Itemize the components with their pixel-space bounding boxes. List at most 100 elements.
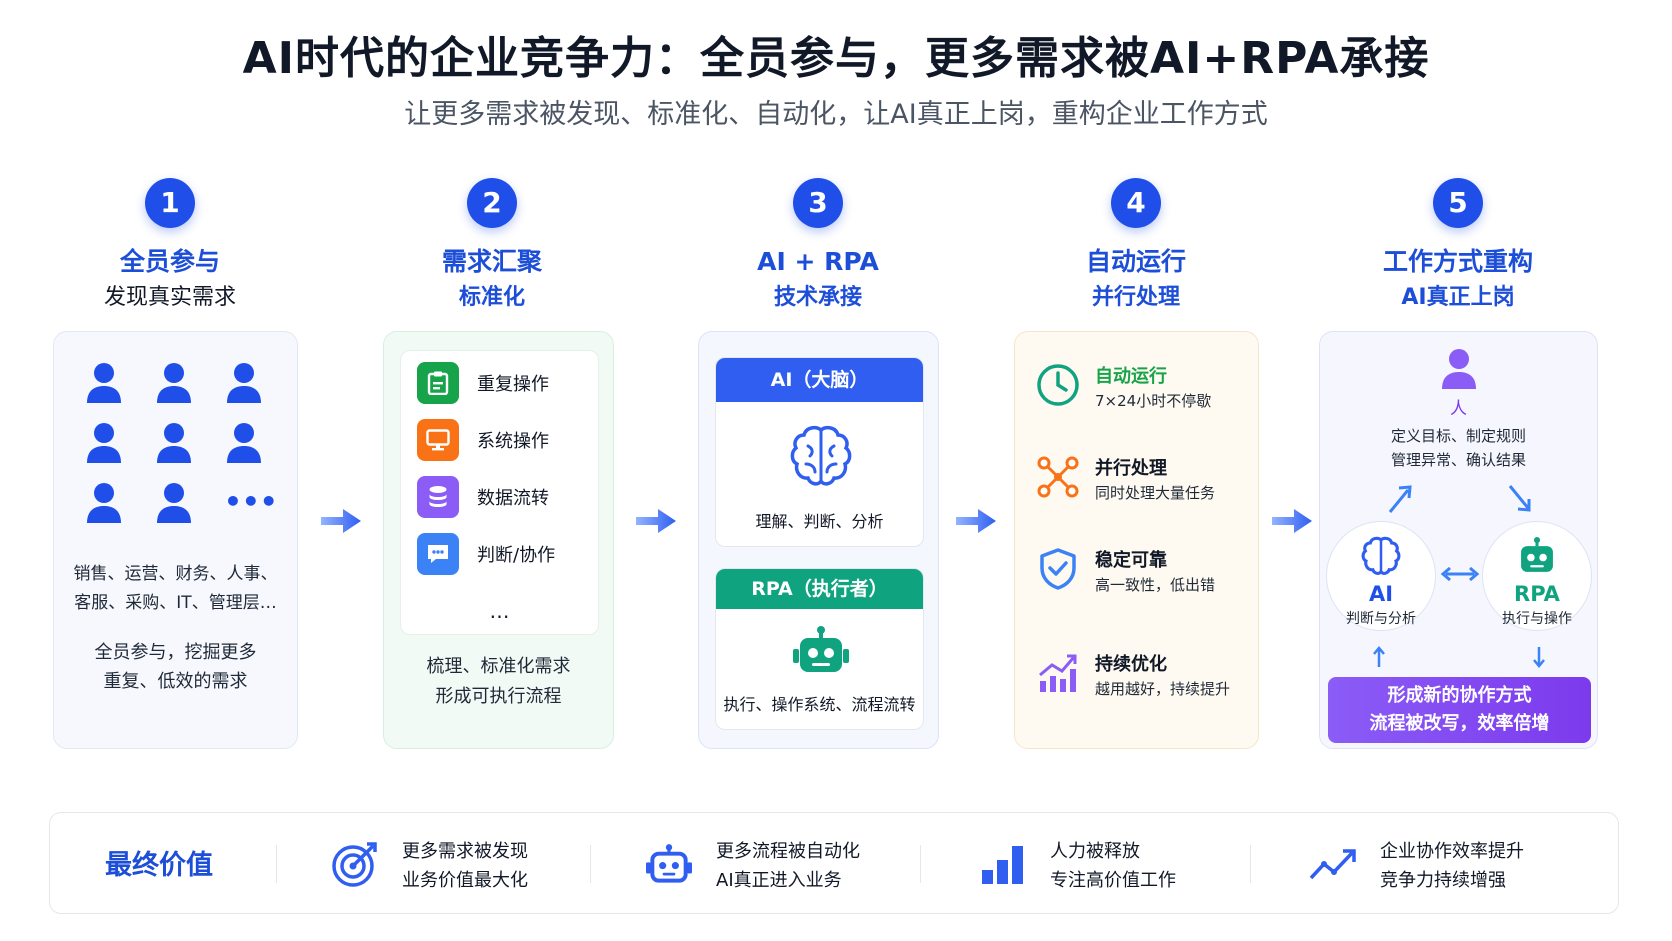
- card-auto-run: 自动运行 7×24小时不停歇 并行处理 同时处理大量任务 稳定可靠 高一致性，低…: [1014, 331, 1259, 749]
- footer-line: 梳理、标准化需求: [426, 656, 571, 677]
- feature-item: 持续优化 越用越好，持续提升: [1035, 650, 1250, 710]
- step-number-badge: 2: [467, 178, 517, 228]
- feature-item: 稳定可靠 高一致性，低出错: [1035, 546, 1250, 606]
- step-number-badge: 5: [1433, 178, 1483, 228]
- value-text: 更多需求被发现 业务价值最大化: [402, 837, 528, 895]
- flow-arrow-icon: [1272, 509, 1312, 533]
- ai-role-circle: AI 判断与分析: [1326, 521, 1436, 631]
- person-icon: [87, 483, 121, 523]
- clock-icon: [1035, 362, 1081, 408]
- card-ai-rpa: AI（大脑） 理解、判断、分析 RPA（执行者） 执行、操作系统、流程流转: [698, 331, 939, 749]
- step-subtitle: 发现真实需求: [103, 285, 236, 310]
- roles-line: 销售、运营、财务、人事、: [73, 564, 278, 584]
- flow-arrow-icon: [636, 509, 676, 533]
- final-value-bar: 最终价值 更多需求被发现 业务价值最大化 更多流程被自动化 AI真正进入业务 人…: [49, 812, 1619, 914]
- person-icon: [1442, 349, 1476, 389]
- value-line: 更多需求被发现: [402, 841, 528, 862]
- step-subtitle: 并行处理: [1091, 285, 1180, 310]
- robot-icon: [793, 626, 849, 672]
- ai-brain-box: AI（大脑） 理解、判断、分析: [715, 357, 924, 547]
- op-label: 判断/协作: [477, 545, 556, 566]
- step-number-badge: 3: [793, 178, 843, 228]
- feature-title: 并行处理: [1095, 458, 1167, 479]
- step-1-header: 1 全员参与 发现真实需求: [40, 178, 300, 316]
- divider: [276, 845, 277, 883]
- feature-desc: 同时处理大量任务: [1095, 484, 1216, 502]
- step-title: AI + RPA: [757, 247, 879, 276]
- step-number-badge: 1: [145, 178, 195, 228]
- divider: [920, 845, 921, 883]
- role-line: 管理异常、确认结果: [1390, 451, 1526, 469]
- rpa-role-title: RPA: [1514, 582, 1560, 606]
- feature-desc: 高一致性，低出错: [1095, 576, 1216, 594]
- value-item: 人力被释放 专注高价值工作: [978, 837, 1198, 893]
- divider: [590, 845, 591, 883]
- op-label: 数据流转: [477, 488, 549, 509]
- ai-box-header: AI（大脑）: [716, 358, 923, 402]
- people-grid: •••: [84, 362, 278, 524]
- feature-item: 并行处理 同时处理大量任务: [1035, 454, 1250, 514]
- robot-icon: [644, 839, 694, 889]
- feature-desc: 越用越好，持续提升: [1095, 680, 1231, 698]
- target-icon: [330, 839, 380, 889]
- rpa-box-header: RPA（执行者）: [716, 569, 923, 609]
- result-line: 形成新的协作方式: [1387, 685, 1532, 706]
- rpa-role-circle: RPA 执行与操作: [1482, 521, 1592, 631]
- network-icon: [1035, 454, 1081, 500]
- step-number-badge: 4: [1111, 178, 1161, 228]
- feature-title: 稳定可靠: [1095, 550, 1167, 571]
- collaboration-result-box: 形成新的协作方式 流程被改写，效率倍增: [1328, 677, 1591, 743]
- person-icon: [227, 423, 261, 463]
- arrow-up-right-icon: [1388, 485, 1412, 513]
- rpa-role-desc: 执行与操作: [1502, 611, 1572, 627]
- final-value-title: 最终价值: [105, 850, 213, 881]
- card-work-restructure: 人 定义目标、制定规则 管理异常、确认结果 AI 判断与分析 RPA 执行与操作…: [1319, 331, 1598, 749]
- flow-arrow-icon: [956, 509, 996, 533]
- operation-list: 重复操作 系统操作 数据流转 判断/协作 …: [400, 350, 599, 635]
- value-line: 企业协作效率提升: [1380, 841, 1524, 862]
- value-line: 竞争力持续增强: [1380, 870, 1506, 891]
- summary-line: 重复、低效的需求: [103, 671, 248, 692]
- value-line: AI真正进入业务: [716, 870, 842, 891]
- result-line: 流程被改写，效率倍增: [1369, 713, 1550, 734]
- standardize-footer: 梳理、标准化需求 形成可执行流程: [384, 652, 613, 712]
- card-participation: ••• 销售、运营、财务、人事、 客服、采购、IT、管理层… 全员参与，挖掘更多…: [53, 331, 298, 749]
- rpa-caption: 执行、操作系统、流程流转: [723, 695, 916, 714]
- participation-summary: 全员参与，挖掘更多 重复、低效的需求: [54, 638, 297, 696]
- value-line: 专注高价值工作: [1050, 870, 1176, 891]
- rpa-executor-box: RPA（执行者） 执行、操作系统、流程流转: [715, 568, 924, 730]
- value-item: 更多需求被发现 业务价值最大化: [330, 837, 560, 893]
- value-line: 业务价值最大化: [402, 870, 528, 891]
- step-subtitle: 标准化: [458, 285, 525, 310]
- arrow-down-right-icon: [1508, 485, 1531, 512]
- op-item: 系统操作: [417, 418, 587, 462]
- step-title: 需求汇聚: [441, 247, 542, 276]
- brain-icon: [1361, 536, 1401, 575]
- value-item: 更多流程被自动化 AI真正进入业务: [644, 837, 884, 893]
- feature-item: 自动运行 7×24小时不停歇: [1035, 362, 1250, 422]
- ai-caption: 理解、判断、分析: [755, 512, 884, 531]
- trend-up-icon: [1308, 839, 1358, 889]
- clipboard-icon: [417, 362, 459, 404]
- ai-role-desc: 判断与分析: [1346, 611, 1416, 627]
- op-label: 系统操作: [477, 431, 549, 452]
- feature-title: 持续优化: [1095, 654, 1167, 675]
- feature-title: 自动运行: [1095, 366, 1167, 387]
- step-title: 工作方式重构: [1382, 247, 1533, 276]
- bidirectional-arrow-icon: [1440, 566, 1480, 582]
- shield-check-icon: [1035, 546, 1081, 592]
- page-title: AI时代的企业竞争力：全员参与，更多需求被AI+RPA承接: [242, 33, 1430, 84]
- bar-chart-icon: [978, 839, 1028, 889]
- person-icon: [227, 363, 261, 403]
- step-subtitle: AI真正上岗: [1401, 285, 1515, 310]
- step-2-header: 2 需求汇聚 标准化: [362, 178, 622, 316]
- person-icon: [87, 363, 121, 403]
- person-icon: [157, 363, 191, 403]
- op-item: 判断/协作: [417, 532, 587, 576]
- op-item: 数据流转: [417, 475, 587, 519]
- step-subtitle: 技术承接: [773, 285, 862, 310]
- op-item: 重复操作: [417, 361, 587, 405]
- role-line: 定义目标、制定规则: [1390, 427, 1526, 445]
- value-text: 企业协作效率提升 竞争力持续增强: [1380, 837, 1524, 895]
- op-label: 重复操作: [477, 374, 549, 395]
